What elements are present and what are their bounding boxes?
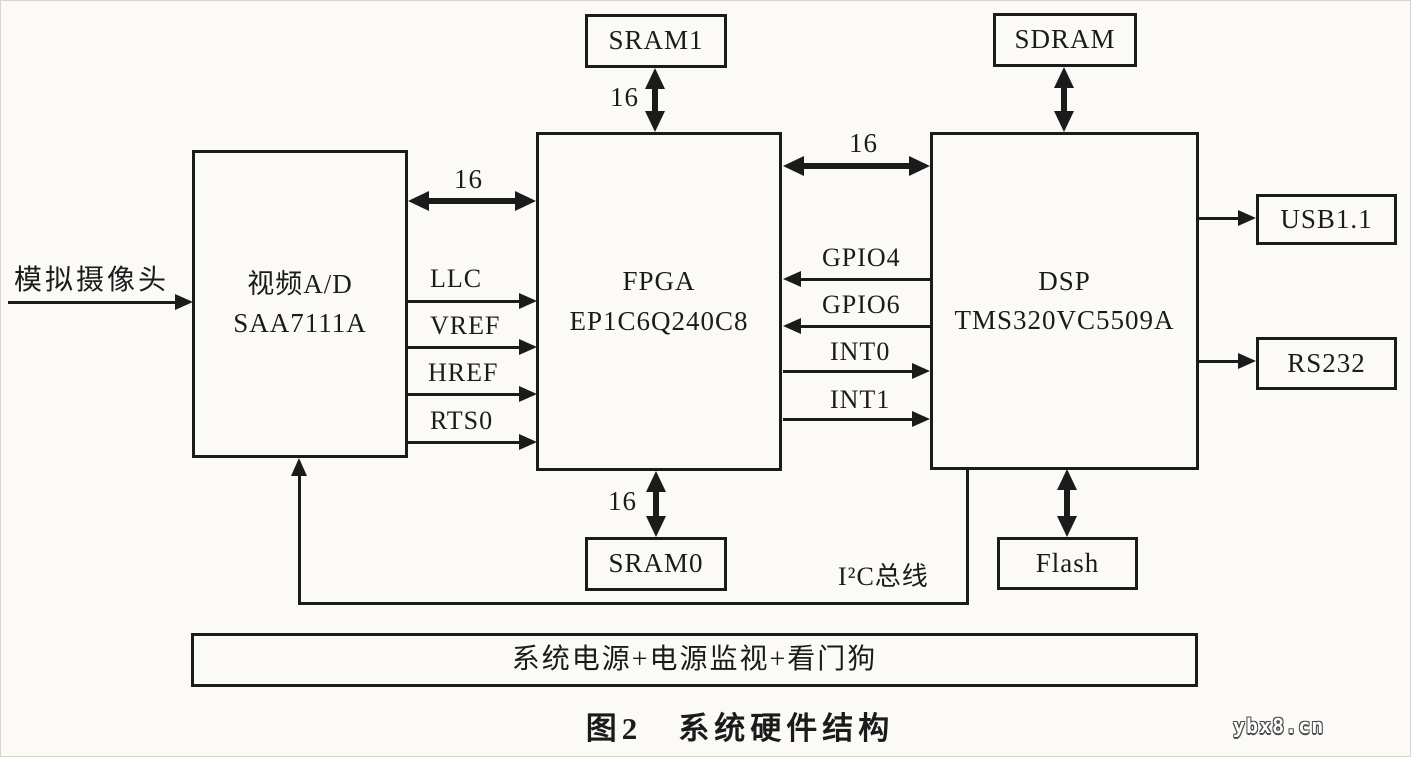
sdram-bus-arrowhead-down-icon <box>1054 111 1074 132</box>
watermark: ybx8.cn <box>1233 714 1325 738</box>
int1-label: INT1 <box>830 385 891 414</box>
bus16-left-arrowhead-right-icon <box>515 191 536 211</box>
vref-label: VREF <box>430 311 501 340</box>
flash-bus-line <box>1064 485 1070 521</box>
vref-arrowhead-icon <box>519 339 537 355</box>
sdram-bus-arrowhead-up-icon <box>1054 67 1074 88</box>
bus16-mid-arrowhead-right-icon <box>909 156 930 176</box>
block-flash: Flash <box>997 537 1138 590</box>
int0-label: INT0 <box>830 337 891 366</box>
bus16-left-label: 16 <box>454 164 483 194</box>
camera-arrowhead-icon <box>175 294 193 310</box>
block-usb11: USB1.1 <box>1256 194 1397 245</box>
sram0-bus-arrowhead-up-icon <box>646 471 666 492</box>
camera-label: 模拟摄像头 <box>14 265 170 296</box>
href-label: HREF <box>428 358 499 387</box>
sram0-bus-line <box>653 487 659 521</box>
usb-arrowhead-icon <box>1238 210 1256 226</box>
llc-label: LLC <box>430 264 483 293</box>
bus16-mid-arrowhead-left-icon <box>783 156 804 176</box>
bus16-mid-line <box>800 163 913 169</box>
href-line <box>408 393 520 396</box>
int1-line <box>783 418 913 421</box>
video-ad-name: 视频A/D <box>247 268 353 299</box>
gpio4-line <box>800 278 930 281</box>
power-supply-label: 系统电源+电源监视+看门狗 <box>511 643 878 675</box>
sram1-bus-arrowhead-up-icon <box>645 68 665 89</box>
llc-line <box>408 300 520 303</box>
i2c-horizontal-line <box>299 602 969 605</box>
dsp-name: DSP <box>1038 265 1091 296</box>
bus16-mid-label: 16 <box>849 128 878 158</box>
rts0-line <box>408 441 520 444</box>
video-ad-part-number: SAA7111A <box>233 308 367 338</box>
block-sram1: SRAM1 <box>585 14 727 68</box>
bus16-sram0-label: 16 <box>608 486 637 516</box>
gpio6-line <box>800 325 930 328</box>
usb11-label: USB1.1 <box>1280 203 1373 234</box>
dsp-part-number: TMS320VC5509A <box>954 305 1175 335</box>
rts0-arrowhead-icon <box>519 434 537 450</box>
bus16-sram1-label: 16 <box>610 82 639 112</box>
bus16-left-line <box>425 198 520 204</box>
href-arrowhead-icon <box>519 386 537 402</box>
sram0-label: SRAM0 <box>608 548 704 579</box>
block-rs232: RS232 <box>1256 337 1397 390</box>
bus16-left-arrowhead-left-icon <box>408 191 429 211</box>
vref-line <box>408 346 520 349</box>
block-fpga: FPGA EP1C6Q240C8 <box>536 132 782 471</box>
camera-line <box>8 301 176 304</box>
flash-bus-arrowhead-up-icon <box>1057 469 1077 490</box>
sram1-bus-arrowhead-down-icon <box>645 111 665 132</box>
rs232-line <box>1199 360 1239 363</box>
sdram-label: SDRAM <box>1014 24 1116 55</box>
rs232-label: RS232 <box>1287 347 1366 378</box>
sdram-bus-line <box>1061 83 1067 116</box>
block-sdram: SDRAM <box>993 13 1137 67</box>
block-power-supply: 系统电源+电源监视+看门狗 <box>191 633 1198 687</box>
gpio6-label: GPIO6 <box>822 290 901 319</box>
block-dsp: DSP TMS320VC5509A <box>930 132 1199 470</box>
llc-arrowhead-icon <box>519 293 537 309</box>
int0-line <box>783 370 913 373</box>
int1-arrowhead-icon <box>912 411 930 427</box>
block-sram0: SRAM0 <box>585 537 727 591</box>
gpio4-arrowhead-icon <box>783 271 801 287</box>
i2c-vertical-from-dsp-line <box>966 470 969 605</box>
i2c-arrowhead-icon <box>291 458 307 476</box>
sram1-bus-line <box>652 84 658 116</box>
fpga-name: FPGA <box>622 266 696 297</box>
sram0-bus-arrowhead-down-icon <box>646 516 666 537</box>
flash-label: Flash <box>1035 547 1100 578</box>
int0-arrowhead-icon <box>912 363 930 379</box>
i2c-vertical-to-video-line <box>298 474 301 605</box>
i2c-bus-label: I²C总线 <box>838 562 929 591</box>
gpio6-arrowhead-icon <box>783 318 801 334</box>
fpga-part-number: EP1C6Q240C8 <box>569 305 749 336</box>
usb-line <box>1199 217 1239 220</box>
gpio4-label: GPIO4 <box>822 243 901 272</box>
figure-caption: 图2 系统硬件结构 <box>585 711 895 746</box>
flash-bus-arrowhead-down-icon <box>1057 516 1077 537</box>
sram1-label: SRAM1 <box>608 25 704 56</box>
rts0-label: RTS0 <box>430 406 494 435</box>
block-video-ad: 视频A/D SAA7111A <box>192 150 408 458</box>
rs232-arrowhead-icon <box>1238 353 1256 369</box>
